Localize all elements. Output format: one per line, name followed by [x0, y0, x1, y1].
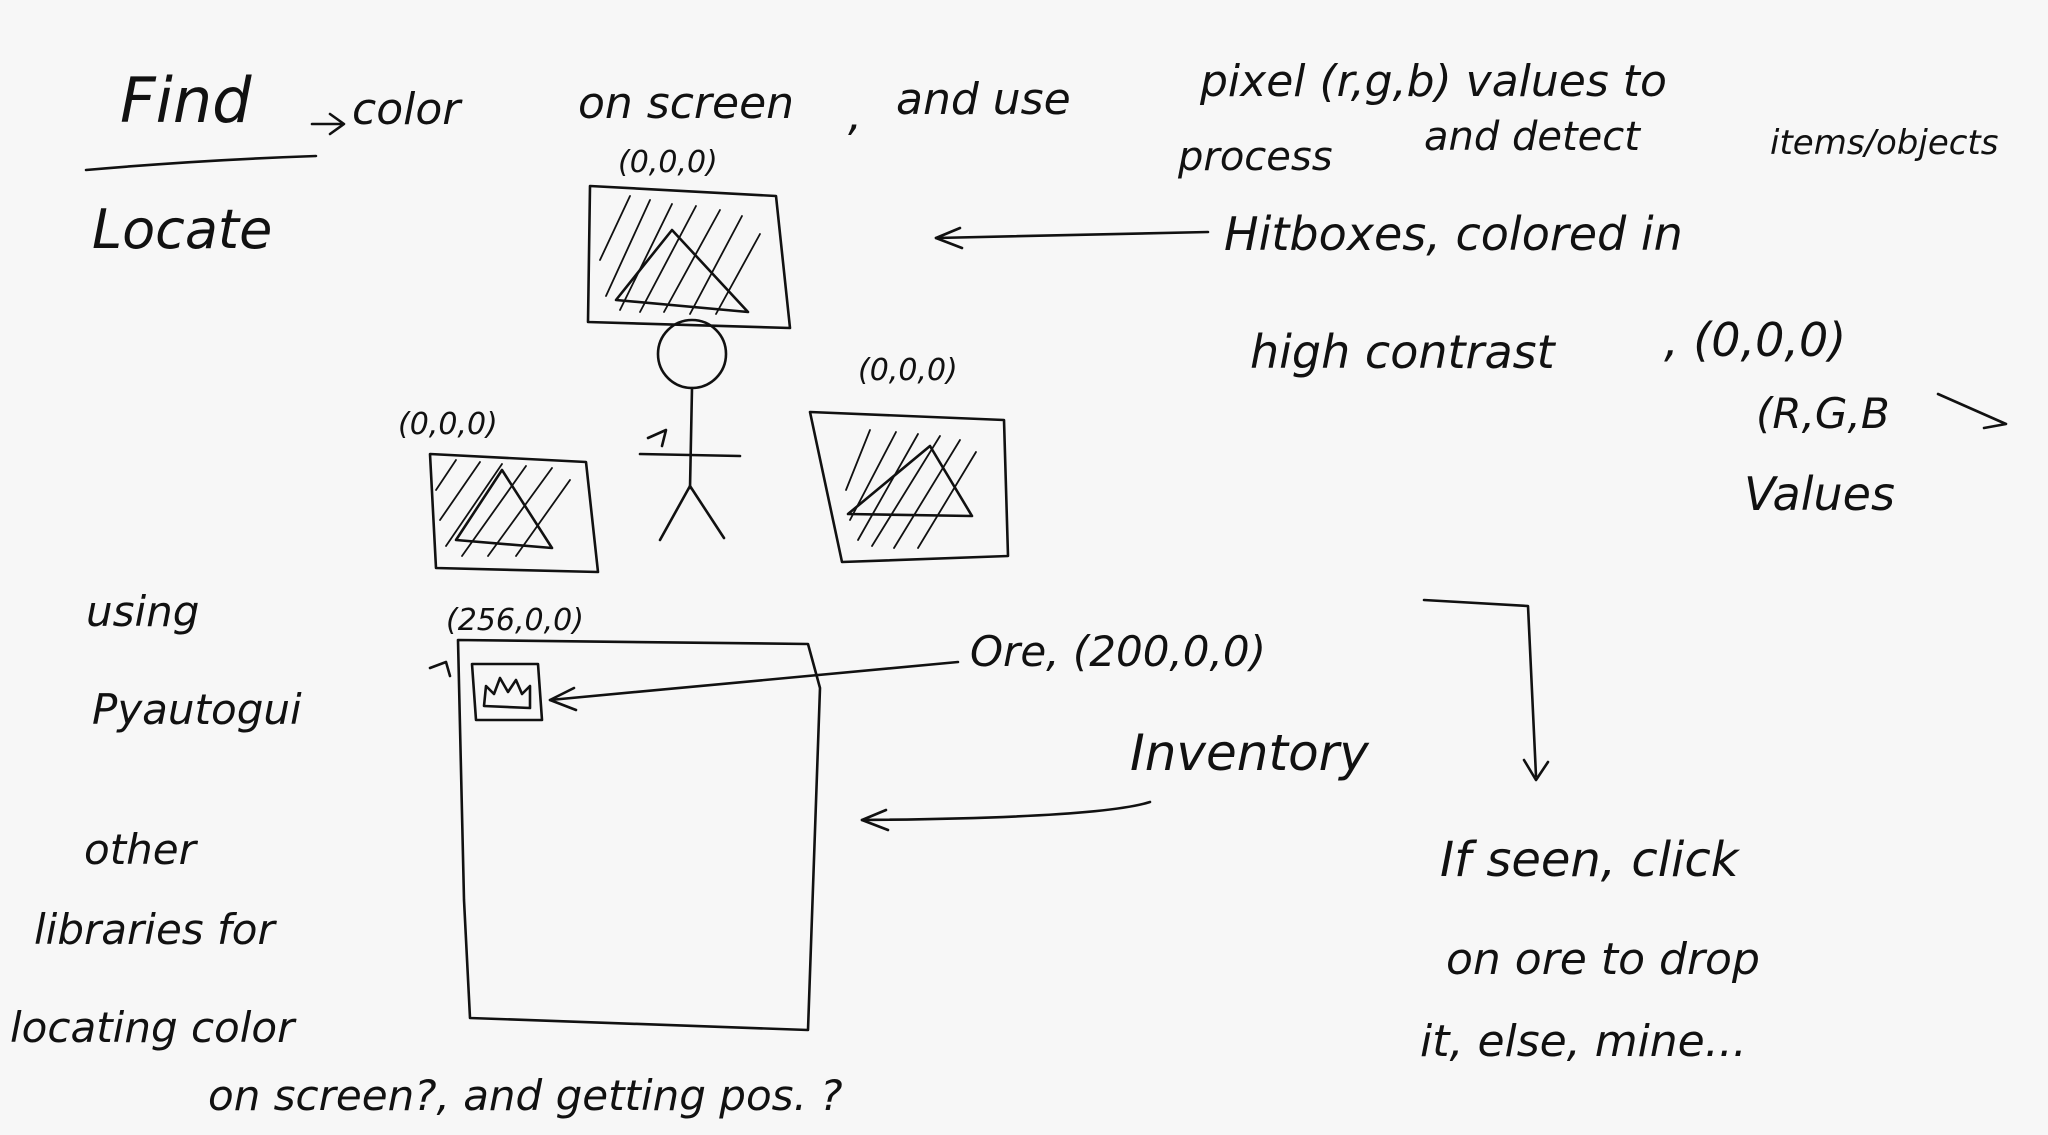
rgb-bracket: [1936, 392, 2008, 430]
and-use-text: and use: [896, 74, 1071, 125]
other-text: other: [84, 825, 199, 874]
ore-item-box: [470, 662, 544, 722]
inventory-corner-mark: [428, 660, 452, 678]
top-hitbox: [586, 184, 792, 330]
hitbox-arrow-line: [934, 230, 1210, 240]
inventory-arrow-head-icon: [860, 808, 890, 832]
ore-icon: [482, 676, 532, 710]
high-contrast-text: high contrast: [1250, 325, 1557, 379]
locating-color-text: locating color: [10, 1003, 297, 1052]
else-mine-text: it, else, mine...: [1420, 1016, 1747, 1067]
libraries-for-text: libraries for: [34, 905, 277, 954]
heading-find: Find: [120, 64, 252, 137]
ore-arrow-head-icon: [548, 686, 578, 712]
ore-arrow-line: [548, 660, 960, 702]
inventory-rgb: (256,0,0): [446, 603, 584, 638]
decision-arrow-head-icon: [1522, 758, 1550, 782]
inventory-arrow-line: [860, 800, 1152, 822]
heading-arrow-icon: [310, 112, 346, 136]
player-figure: [638, 318, 742, 542]
comma-text: ,: [848, 90, 862, 141]
left-hitbox: [428, 452, 600, 574]
pyautogui-text: Pyautogui: [92, 685, 302, 734]
hitbox-arrow-head-icon: [934, 226, 964, 250]
if-seen-text: If seen, click: [1440, 832, 1741, 888]
inventory-box: [456, 638, 822, 1032]
using-text: using: [86, 587, 199, 636]
on-ore-drop-text: on ore to drop: [1446, 934, 1760, 985]
on-screen-question-text: on screen?, and getting pos. ?: [208, 1071, 843, 1120]
values-text: Values: [1744, 467, 1895, 521]
hitboxes-text: Hitboxes, colored in: [1224, 207, 1683, 261]
ore-label: Ore, (200,0,0): [970, 627, 1266, 676]
on-screen-text: on screen: [578, 78, 794, 129]
right-hitbox: [808, 410, 1010, 564]
right-hitbox-rgb: (0,0,0): [858, 353, 958, 388]
decision-arrow-line: [1422, 598, 1538, 778]
process-text: process: [1177, 134, 1333, 180]
top-hitbox-rgb: (0,0,0): [618, 145, 718, 180]
locate-text: Locate: [92, 198, 272, 261]
inventory-label: Inventory: [1130, 724, 1370, 782]
and-detect-text: and detect: [1424, 114, 1641, 160]
heading-underline: [84, 154, 318, 172]
heading-color: color: [352, 84, 463, 135]
left-hitbox-rgb: (0,0,0): [398, 407, 498, 442]
contrast-value-text: , (0,0,0): [1664, 313, 1846, 367]
pixel-values-text: pixel (r,g,b) values to: [1199, 56, 1667, 107]
rgb-text: (R,G,B: [1756, 389, 1890, 438]
items-objects-text: items/objects: [1770, 123, 1998, 163]
